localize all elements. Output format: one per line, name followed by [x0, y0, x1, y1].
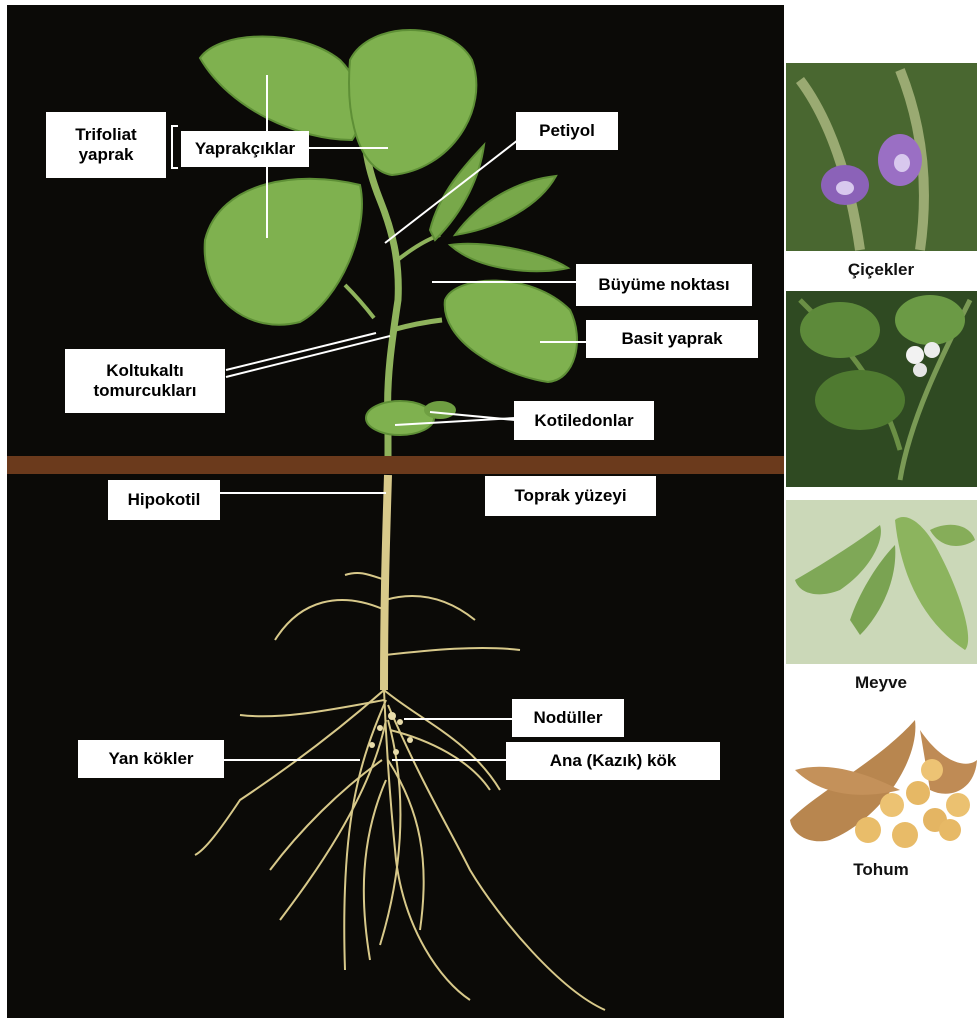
seeds-photo: [790, 720, 977, 848]
label-nodules: Nodüller: [512, 699, 624, 737]
label-cotyledons: Kotiledonlar: [514, 401, 654, 440]
flowers-photo: [786, 63, 977, 251]
label-soil-surface: Toprak yüzeyi: [485, 476, 656, 516]
pods-photo: [786, 500, 977, 664]
caption-fruit: Meyve: [786, 673, 976, 693]
cotyledon: [366, 401, 434, 435]
label-trifoliate-leaf: Trifoliat yaprak: [46, 112, 166, 178]
soil-surface-line: [7, 456, 784, 474]
label-hypocotyl: Hipokotil: [108, 480, 220, 520]
label-petiole: Petiyol: [516, 112, 618, 150]
label-simple-leaf: Basit yaprak: [586, 320, 758, 358]
label-leaflets: Yaprakçıklar: [181, 131, 309, 167]
cotyledon-small: [424, 401, 456, 419]
label-taproot: Ana (Kazık) kök: [506, 742, 720, 780]
label-lateral-roots: Yan kökler: [78, 740, 224, 778]
flowering-plant-photo: [786, 291, 977, 487]
caption-flowers: Çiçekler: [786, 260, 976, 280]
caption-seed: Tohum: [786, 860, 976, 880]
label-growing-point: Büyüme noktası: [576, 264, 752, 306]
label-axillary-buds: Koltukaltı tomurcukları: [65, 349, 225, 413]
